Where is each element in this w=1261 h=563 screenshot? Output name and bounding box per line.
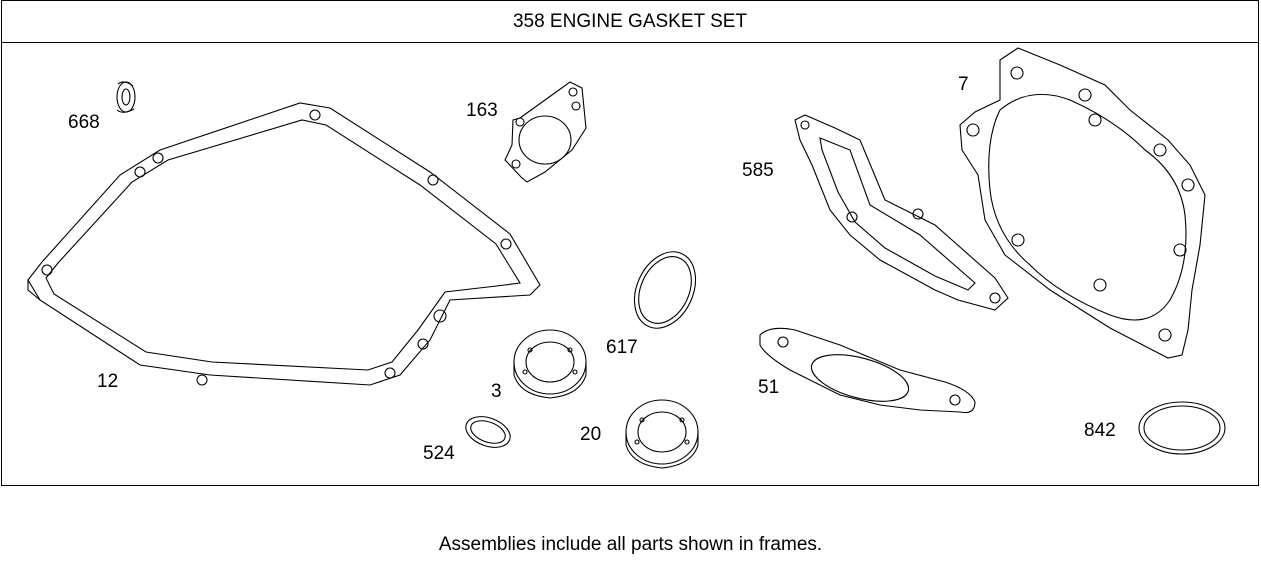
footer-note: Assemblies include all parts shown in fr…	[438, 534, 823, 555]
part-7-head-gasket[interactable]	[959, 47, 1206, 359]
part-label-3: 3	[491, 381, 502, 402]
part-20-oil-seal[interactable]	[625, 399, 699, 469]
part-label-20: 20	[580, 424, 601, 445]
diagram-title: 358 ENGINE GASKET SET	[2, 1, 1258, 43]
part-label-585: 585	[742, 160, 774, 181]
diagram-frame: 358 ENGINE GASKET SET	[1, 0, 1259, 486]
part-12-crankcase-gasket[interactable]	[27, 102, 541, 386]
part-51-exhaust-gasket[interactable]	[759, 327, 976, 414]
part-label-51: 51	[758, 377, 779, 398]
part-524-ring[interactable]	[462, 411, 515, 453]
part-label-668: 668	[68, 112, 100, 133]
part-617-o-ring[interactable]	[623, 242, 708, 338]
part-3-oil-seal[interactable]	[513, 329, 587, 399]
part-label-12: 12	[97, 371, 118, 392]
part-label-842: 842	[1084, 420, 1116, 441]
part-842-ring[interactable]	[1138, 401, 1226, 455]
part-163-carburetor-gasket[interactable]	[504, 81, 587, 183]
part-585-breather-gasket[interactable]	[794, 114, 1009, 311]
part-label-163: 163	[466, 100, 498, 121]
part-label-7: 7	[958, 74, 969, 95]
part-668-seal[interactable]	[116, 81, 136, 113]
part-label-524: 524	[423, 443, 455, 464]
part-label-617: 617	[606, 337, 638, 358]
